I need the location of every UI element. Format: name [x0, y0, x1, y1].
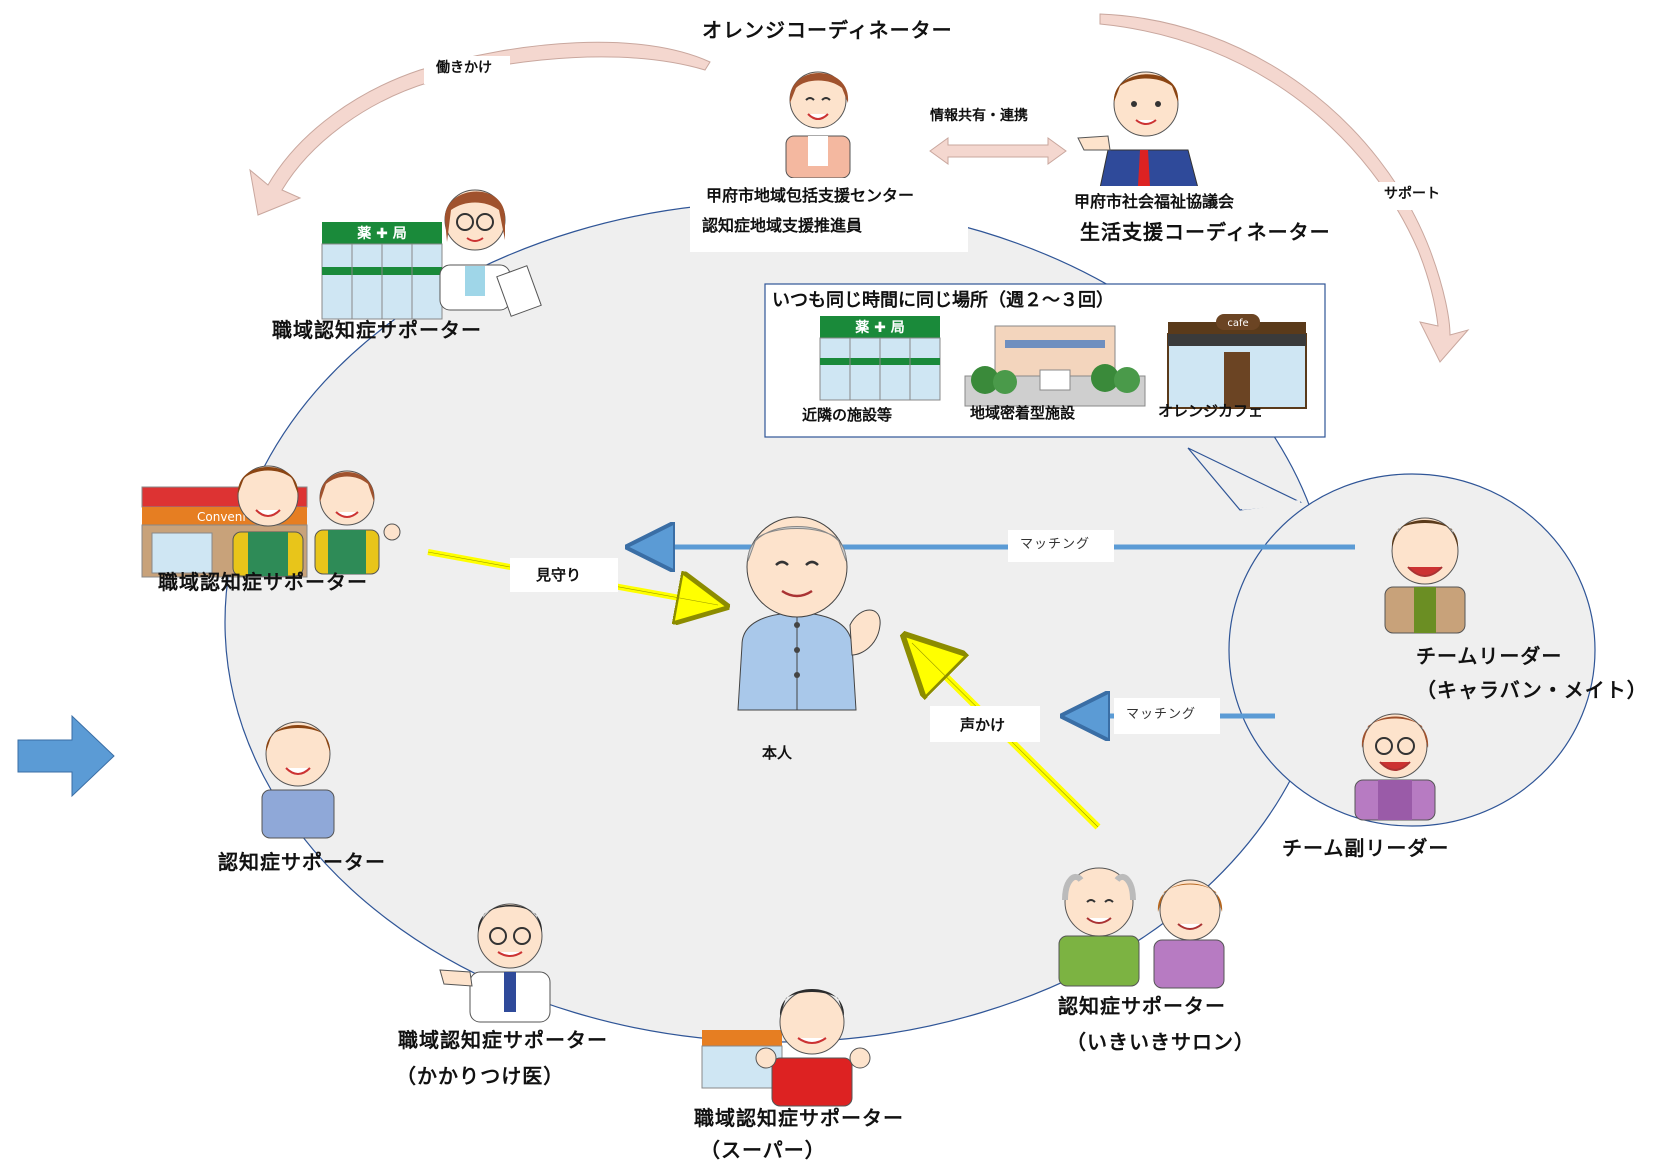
team-circle [1228, 473, 1596, 827]
place-3-label: オレンジカフェ [1158, 402, 1264, 420]
conveni-clerk-man-icon [232, 465, 304, 577]
support-box [1372, 182, 1454, 210]
doctor-line1: 職域認知症サポーター [398, 1028, 608, 1052]
mimamori-box [510, 558, 618, 592]
person-honnin-icon [737, 516, 881, 711]
places-title: いつも同じ時間に同じ場所（週２～３回） [772, 290, 1114, 311]
workplace-supporter-pharmacy-label: 職域認知症サポーター [272, 318, 482, 342]
shakyo-box [1068, 186, 1340, 254]
salon-old-man-icon [1058, 867, 1140, 987]
salon-line2: （いきいきサロン） [1066, 1030, 1255, 1054]
cafe-sign-text: cafe [1227, 318, 1248, 329]
team-leader-line1: チームリーダー [1416, 644, 1563, 668]
hatarakikake-arrow [249, 41, 711, 216]
nearby-pharmacy-sign-text: 薬 ✚ 局 [855, 319, 904, 336]
convenience-store-icon: Conveni [141, 486, 308, 578]
salon-line1: 認知症サポーター [1058, 994, 1226, 1018]
community-facility-icon [964, 325, 1146, 407]
social-welfare-man-icon [1077, 71, 1199, 189]
koekake-label: 声かけ [960, 716, 1006, 734]
kofu-center-line1: 甲府市地域包括支援センター [706, 186, 915, 205]
orange-coordinator-label: オレンジコーディネーター [702, 18, 953, 42]
matching-2-label: マッチング [1126, 707, 1197, 722]
super-line2: （スーパー） [700, 1138, 826, 1162]
matching-1-label: マッチング [1020, 537, 1091, 552]
conveni-clerk-woman-icon [314, 470, 401, 575]
place-2-label: 地域密着型施設 [970, 404, 1076, 422]
conveni-sign-text: Conveni [197, 510, 246, 524]
kofu-center-line2: 認知症地域支援推進員 [702, 216, 863, 235]
pharmacist-woman-icon [439, 189, 542, 317]
support-label: サポート [1384, 186, 1440, 202]
matching-2-box [1114, 698, 1220, 734]
place-1-label: 近隣の施設等 [802, 406, 893, 424]
team-subleader-icon [1354, 713, 1436, 821]
orange-cafe-icon: cafe [1167, 314, 1307, 409]
kofu-center-box [690, 178, 968, 252]
doctor-icon [439, 903, 551, 1023]
pharmacy-icon: 薬 ✚ 局 [321, 222, 443, 320]
team-subleader-label: チーム副リーダー [1282, 836, 1450, 860]
hatarakikake-box [424, 56, 510, 84]
info-share-label: 情報共有・連携 [930, 108, 1028, 124]
honnin-label: 本人 [762, 744, 793, 762]
mimamori-label: 見守り [536, 566, 582, 584]
shakyo-line2: 生活支援コーディネーター [1080, 220, 1331, 244]
matching-1-box [1008, 530, 1114, 562]
super-line1: 職域認知症サポーター [694, 1106, 904, 1130]
info-share-arrow [929, 137, 1067, 165]
doctor-line2: （かかりつけ医） [396, 1064, 565, 1088]
supporter-label: 認知症サポーター [218, 850, 386, 874]
team-leader-line2: （キャラバン・メイト） [1416, 678, 1648, 702]
pharmacy-sign-text: 薬 ✚ 局 [357, 225, 406, 242]
supporter-man-icon [261, 721, 335, 839]
workplace-supporter-conveni-label: 職域認知症サポーター [158, 570, 368, 594]
nearby-pharmacy-icon: 薬 ✚ 局 [819, 316, 941, 401]
koekake-box [930, 706, 1040, 742]
big-blue-arrow [17, 714, 115, 798]
salon-old-woman-icon [1153, 879, 1225, 989]
hatarakikake-label: 働きかけ [436, 60, 492, 76]
shakyo-line1: 甲府市社会福祉協議会 [1074, 192, 1235, 211]
team-leader-icon [1384, 517, 1466, 634]
orange-coordinator-icon [785, 71, 851, 179]
supermarket-clerk-icon [755, 989, 871, 1107]
